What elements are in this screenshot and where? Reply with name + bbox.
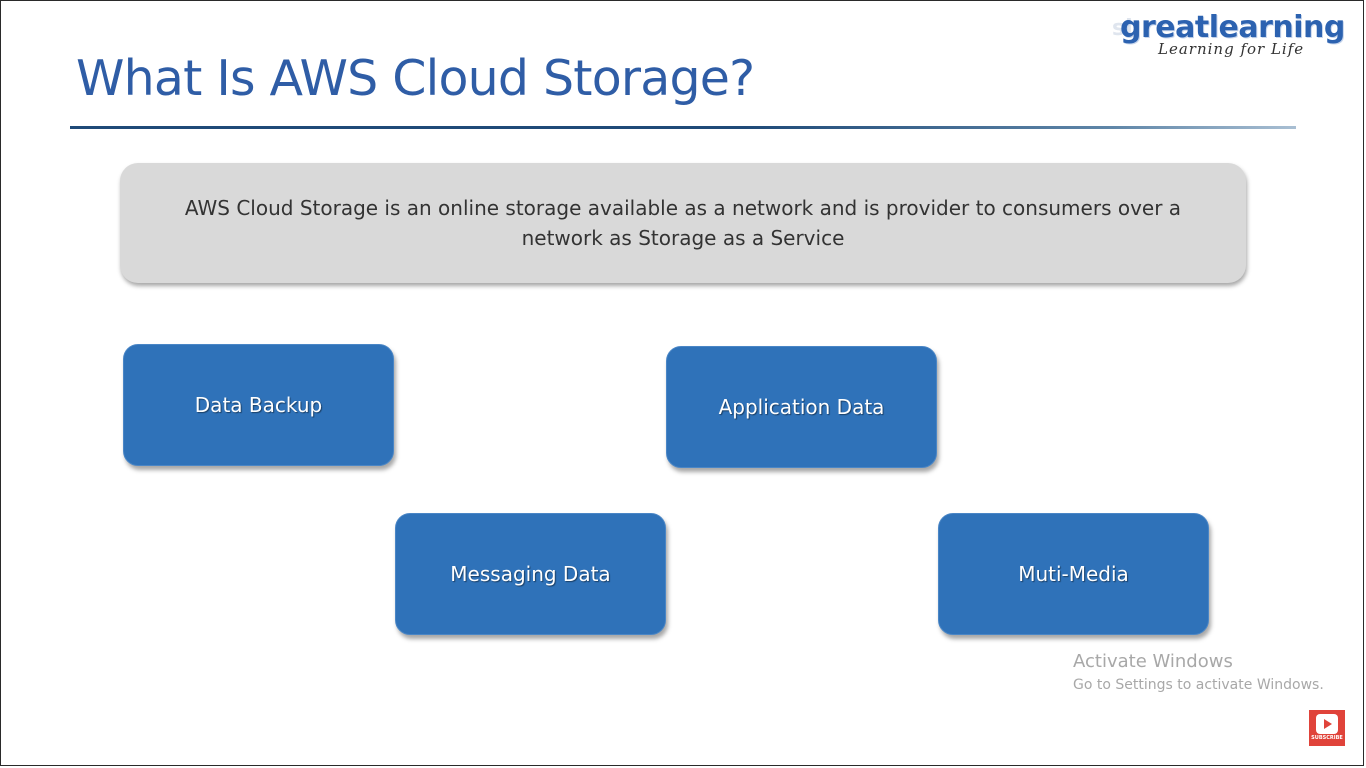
card-label: Application Data xyxy=(718,395,885,419)
definition-box: AWS Cloud Storage is an online storage a… xyxy=(120,163,1246,283)
logo-brand-text: greatlearning xyxy=(1120,10,1345,45)
watermark-title: Activate Windows xyxy=(1073,651,1233,672)
slide-title: What Is AWS Cloud Storage? xyxy=(76,50,755,107)
greatlearning-logo: sl greatlearning Learning for Life xyxy=(1110,10,1350,62)
card-label: Data Backup xyxy=(194,393,323,417)
play-icon xyxy=(1316,714,1338,734)
subscribe-button[interactable]: SUBSCRIBE xyxy=(1309,710,1345,746)
card-label: Muti-Media xyxy=(1018,562,1129,586)
card-messaging-data: Messaging Data xyxy=(395,513,666,635)
activate-windows-watermark: Activate Windows Go to Settings to activ… xyxy=(1073,650,1324,696)
subscribe-label: SUBSCRIBE xyxy=(1311,735,1343,741)
card-multi-media: Muti-Media xyxy=(938,513,1209,635)
watermark-subtitle: Go to Settings to activate Windows. xyxy=(1073,677,1324,693)
title-divider xyxy=(70,126,1296,129)
logo-tagline: Learning for Life xyxy=(1158,40,1305,58)
card-data-backup: Data Backup xyxy=(123,344,394,466)
card-application-data: Application Data xyxy=(666,346,937,468)
definition-text: AWS Cloud Storage is an online storage a… xyxy=(184,196,1182,250)
card-label: Messaging Data xyxy=(450,562,611,586)
logo-ghost-text: sl xyxy=(1112,16,1133,41)
